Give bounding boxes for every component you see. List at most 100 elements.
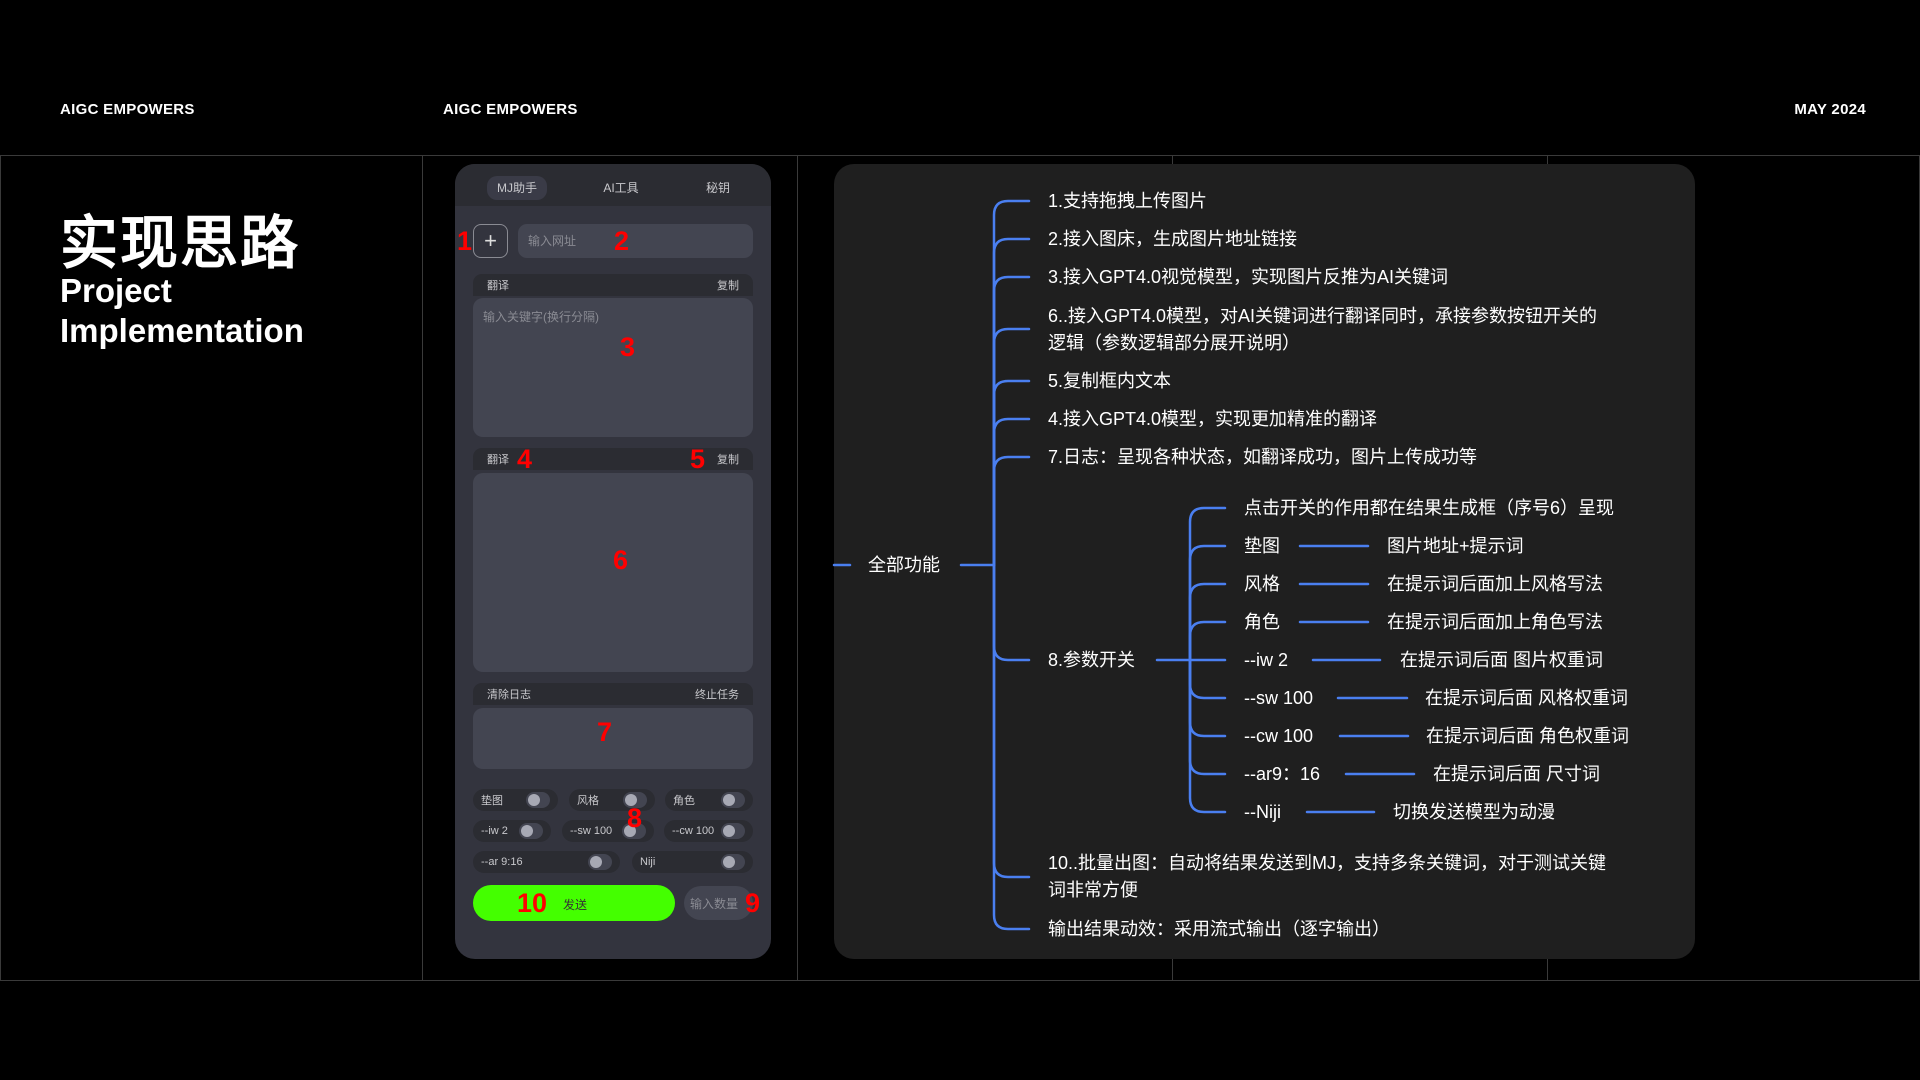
toggle-switch[interactable] <box>588 854 612 870</box>
app-mockup: MJ助手 AI工具 秘钥 + 输入网址 翻译 复制 输入关键字(换行分隔) 翻译… <box>455 164 771 959</box>
slide-subtitle: Implementation <box>60 312 304 349</box>
keyword-input[interactable]: 输入关键字(换行分隔) <box>473 298 753 437</box>
param-name: --cw 100 <box>1244 726 1314 746</box>
branch-line <box>992 199 1031 567</box>
branch-line <box>992 379 1031 567</box>
toggle-label: --sw 100 <box>570 825 613 837</box>
mindmap-item: 6..接入GPT4.0模型，对AI关键词进行翻译同时，承接参数按钮开关的 <box>1048 306 1598 326</box>
param-desc: 在提示词后面 角色权重词 <box>1426 726 1629 746</box>
translate-button[interactable]: 翻译 <box>487 280 509 292</box>
param-branch-line <box>1188 658 1227 700</box>
toggle-label: --ar 9:16 <box>481 856 523 868</box>
param-name: --ar9：16 <box>1244 764 1321 784</box>
param-name: --sw 100 <box>1244 688 1314 708</box>
branch-line <box>992 563 1031 662</box>
tab-mj-assistant[interactable]: MJ助手 <box>487 176 547 200</box>
tab-secret-key[interactable]: 秘钥 <box>705 181 731 195</box>
toggle-switch[interactable] <box>622 823 646 839</box>
tab-bar: MJ助手 AI工具 秘钥 <box>455 164 771 206</box>
marker-2: 2 <box>614 226 630 256</box>
tab-ai-tools[interactable]: AI工具 <box>603 181 639 195</box>
param-desc: 在提示词后面加上风格写法 <box>1387 574 1603 594</box>
toggle-niji[interactable]: Niji <box>632 851 753 873</box>
divider <box>797 155 798 980</box>
mindmap-item: 10..批量出图：自动将结果发送到MJ，支持多条关键词，对于测试关键 <box>1048 853 1607 873</box>
param-name: --Niji <box>1244 802 1281 822</box>
param-branch-line <box>1188 658 1227 814</box>
result-output[interactable] <box>473 473 753 672</box>
param-name: 风格 <box>1244 574 1280 594</box>
upload-button[interactable]: + <box>473 224 508 258</box>
divider-bottom <box>0 980 1920 981</box>
branch-line <box>992 455 1031 567</box>
input-section-header: 翻译 复制 <box>473 274 753 296</box>
marker-7: 7 <box>597 717 613 747</box>
mindmap-item-params: 8.参数开关 <box>1048 650 1136 670</box>
toggle-label: --iw 2 <box>481 825 508 837</box>
marker-9: 9 <box>745 888 761 918</box>
param-name: --iw 2 <box>1244 650 1288 670</box>
branch-line <box>992 563 1031 879</box>
toggle-switch[interactable] <box>623 792 647 808</box>
quantity-input[interactable]: 输入数量 <box>684 886 753 920</box>
params-note: 点击开关的作用都在结果生成框（序号6）呈现 <box>1244 498 1615 518</box>
toggle-label: 风格 <box>577 795 599 807</box>
slide-title: 实现思路 <box>60 211 301 276</box>
toggle-cw[interactable]: --cw 100 <box>664 820 753 842</box>
branch-line <box>992 417 1031 567</box>
mindmap-item: 5.复制框内文本 <box>1048 371 1172 391</box>
toggle-switch[interactable] <box>721 823 745 839</box>
marker-8: 8 <box>627 803 643 833</box>
slide-subtitle: Project <box>60 272 172 309</box>
toggle-label: 垫图 <box>481 795 503 807</box>
mindmap-item: 逻辑（参数逻辑部分展开说明） <box>1048 333 1300 353</box>
send-button[interactable]: 发送 <box>473 885 675 921</box>
toggle-label: 角色 <box>673 795 695 807</box>
header-brand-center: AIGC EMPOWERS <box>443 101 578 118</box>
stop-task-button[interactable]: 终止任务 <box>695 689 739 701</box>
divider <box>0 155 1 980</box>
param-desc: 在提示词后面 图片权重词 <box>1400 650 1603 670</box>
marker-4: 4 <box>517 444 533 474</box>
param-desc: 在提示词后面加上角色写法 <box>1387 612 1603 632</box>
mindmap-root: 全部功能 <box>868 555 940 575</box>
header-brand-left: AIGC EMPOWERS <box>60 101 195 118</box>
copy-button[interactable]: 复制 <box>717 454 739 466</box>
toggle-switch[interactable] <box>721 792 745 808</box>
branch-line <box>992 327 1031 567</box>
param-desc: 图片地址+提示词 <box>1387 536 1524 556</box>
toggle-style[interactable]: 风格 <box>569 789 655 811</box>
branch-line <box>992 563 1031 931</box>
divider <box>422 155 423 980</box>
toggle-ar[interactable]: --ar 9:16 <box>473 851 620 873</box>
marker-3: 3 <box>620 332 636 362</box>
toggle-label: Niji <box>640 856 656 868</box>
marker-6: 6 <box>613 545 629 575</box>
marker-5: 5 <box>690 444 706 474</box>
send-label: 发送 <box>563 898 588 912</box>
log-output <box>473 708 753 769</box>
translate-button[interactable]: 翻译 <box>487 454 509 466</box>
param-desc: 在提示词后面 风格权重词 <box>1425 688 1628 708</box>
clear-log-button[interactable]: 清除日志 <box>487 689 531 701</box>
toggle-iw[interactable]: --iw 2 <box>473 820 551 842</box>
copy-button[interactable]: 复制 <box>717 280 739 292</box>
mindmap-item: 输出结果动效：采用流式输出（逐字输出） <box>1048 919 1390 939</box>
header-date: MAY 2024 <box>1794 101 1866 118</box>
param-branch-line <box>1188 582 1227 662</box>
mindmap-item: 2.接入图床，生成图片地址链接 <box>1048 229 1298 249</box>
toggle-character[interactable]: 角色 <box>665 789 753 811</box>
mindmap-item: 3.接入GPT4.0视觉模型，实现图片反推为AI关键词 <box>1048 267 1449 287</box>
toggle-switch[interactable] <box>519 823 543 839</box>
toggle-sw[interactable]: --sw 100 <box>562 820 654 842</box>
param-branch-line <box>1188 658 1227 776</box>
param-branch-line <box>1188 506 1227 662</box>
toggle-switch[interactable] <box>526 792 550 808</box>
param-branch-line <box>1188 620 1227 662</box>
toggle-reference-image[interactable]: 垫图 <box>473 789 558 811</box>
mindmap-item: 7.日志：呈现各种状态，如翻译成功，图片上传成功等 <box>1048 447 1478 467</box>
url-input[interactable]: 输入网址 <box>518 224 753 258</box>
param-name: 垫图 <box>1244 536 1280 556</box>
toggle-switch[interactable] <box>721 854 745 870</box>
